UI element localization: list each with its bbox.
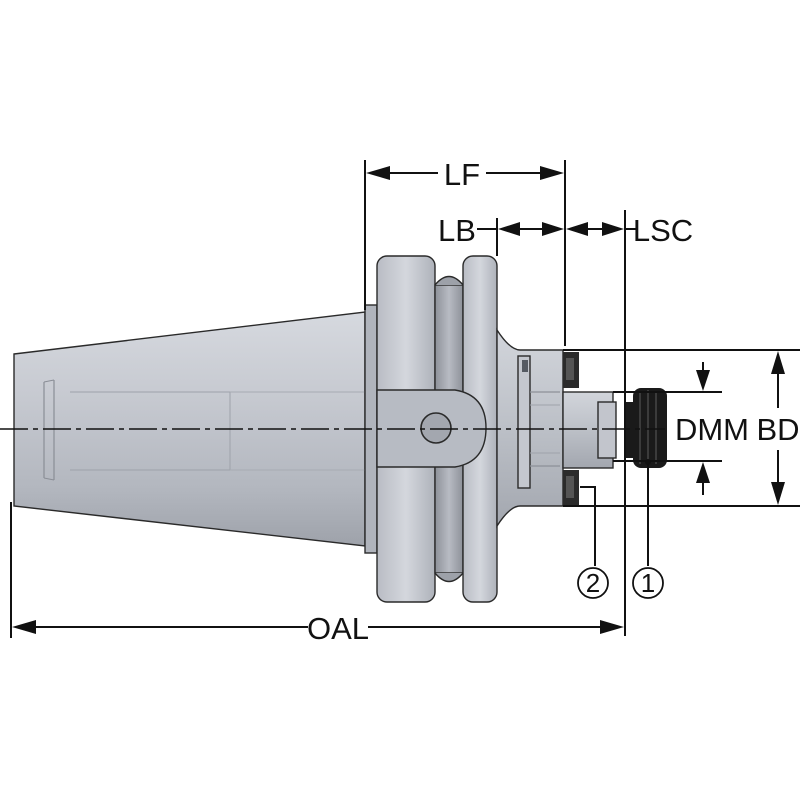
- lb-dimension-line: [477, 218, 564, 256]
- oal-label: OAL: [307, 611, 369, 646]
- lsc-dimension-line: [566, 210, 636, 636]
- callout-1-circle: [632, 567, 664, 599]
- oal-dimension-line: [10, 502, 624, 638]
- lb-label: LB: [438, 213, 476, 248]
- arbor-nose: [496, 327, 617, 529]
- dmm-dimension-line: [613, 362, 722, 495]
- callout-2-leader: [580, 486, 596, 566]
- callout-2-circle: [577, 567, 609, 599]
- callout-1-leader: [645, 459, 651, 566]
- lf-dimension-line: [364, 160, 566, 346]
- lsc-label: LSC: [633, 213, 693, 248]
- lf-label: LF: [444, 157, 480, 192]
- callout-1-label: 1: [641, 568, 655, 598]
- lock-screw: [625, 388, 667, 468]
- callout-2-label: 2: [586, 568, 600, 598]
- bd-label: BD: [756, 412, 799, 447]
- bd-dimension-line: [563, 349, 800, 507]
- dmm-label: DMM: [675, 412, 749, 447]
- drive-keys: [563, 352, 579, 506]
